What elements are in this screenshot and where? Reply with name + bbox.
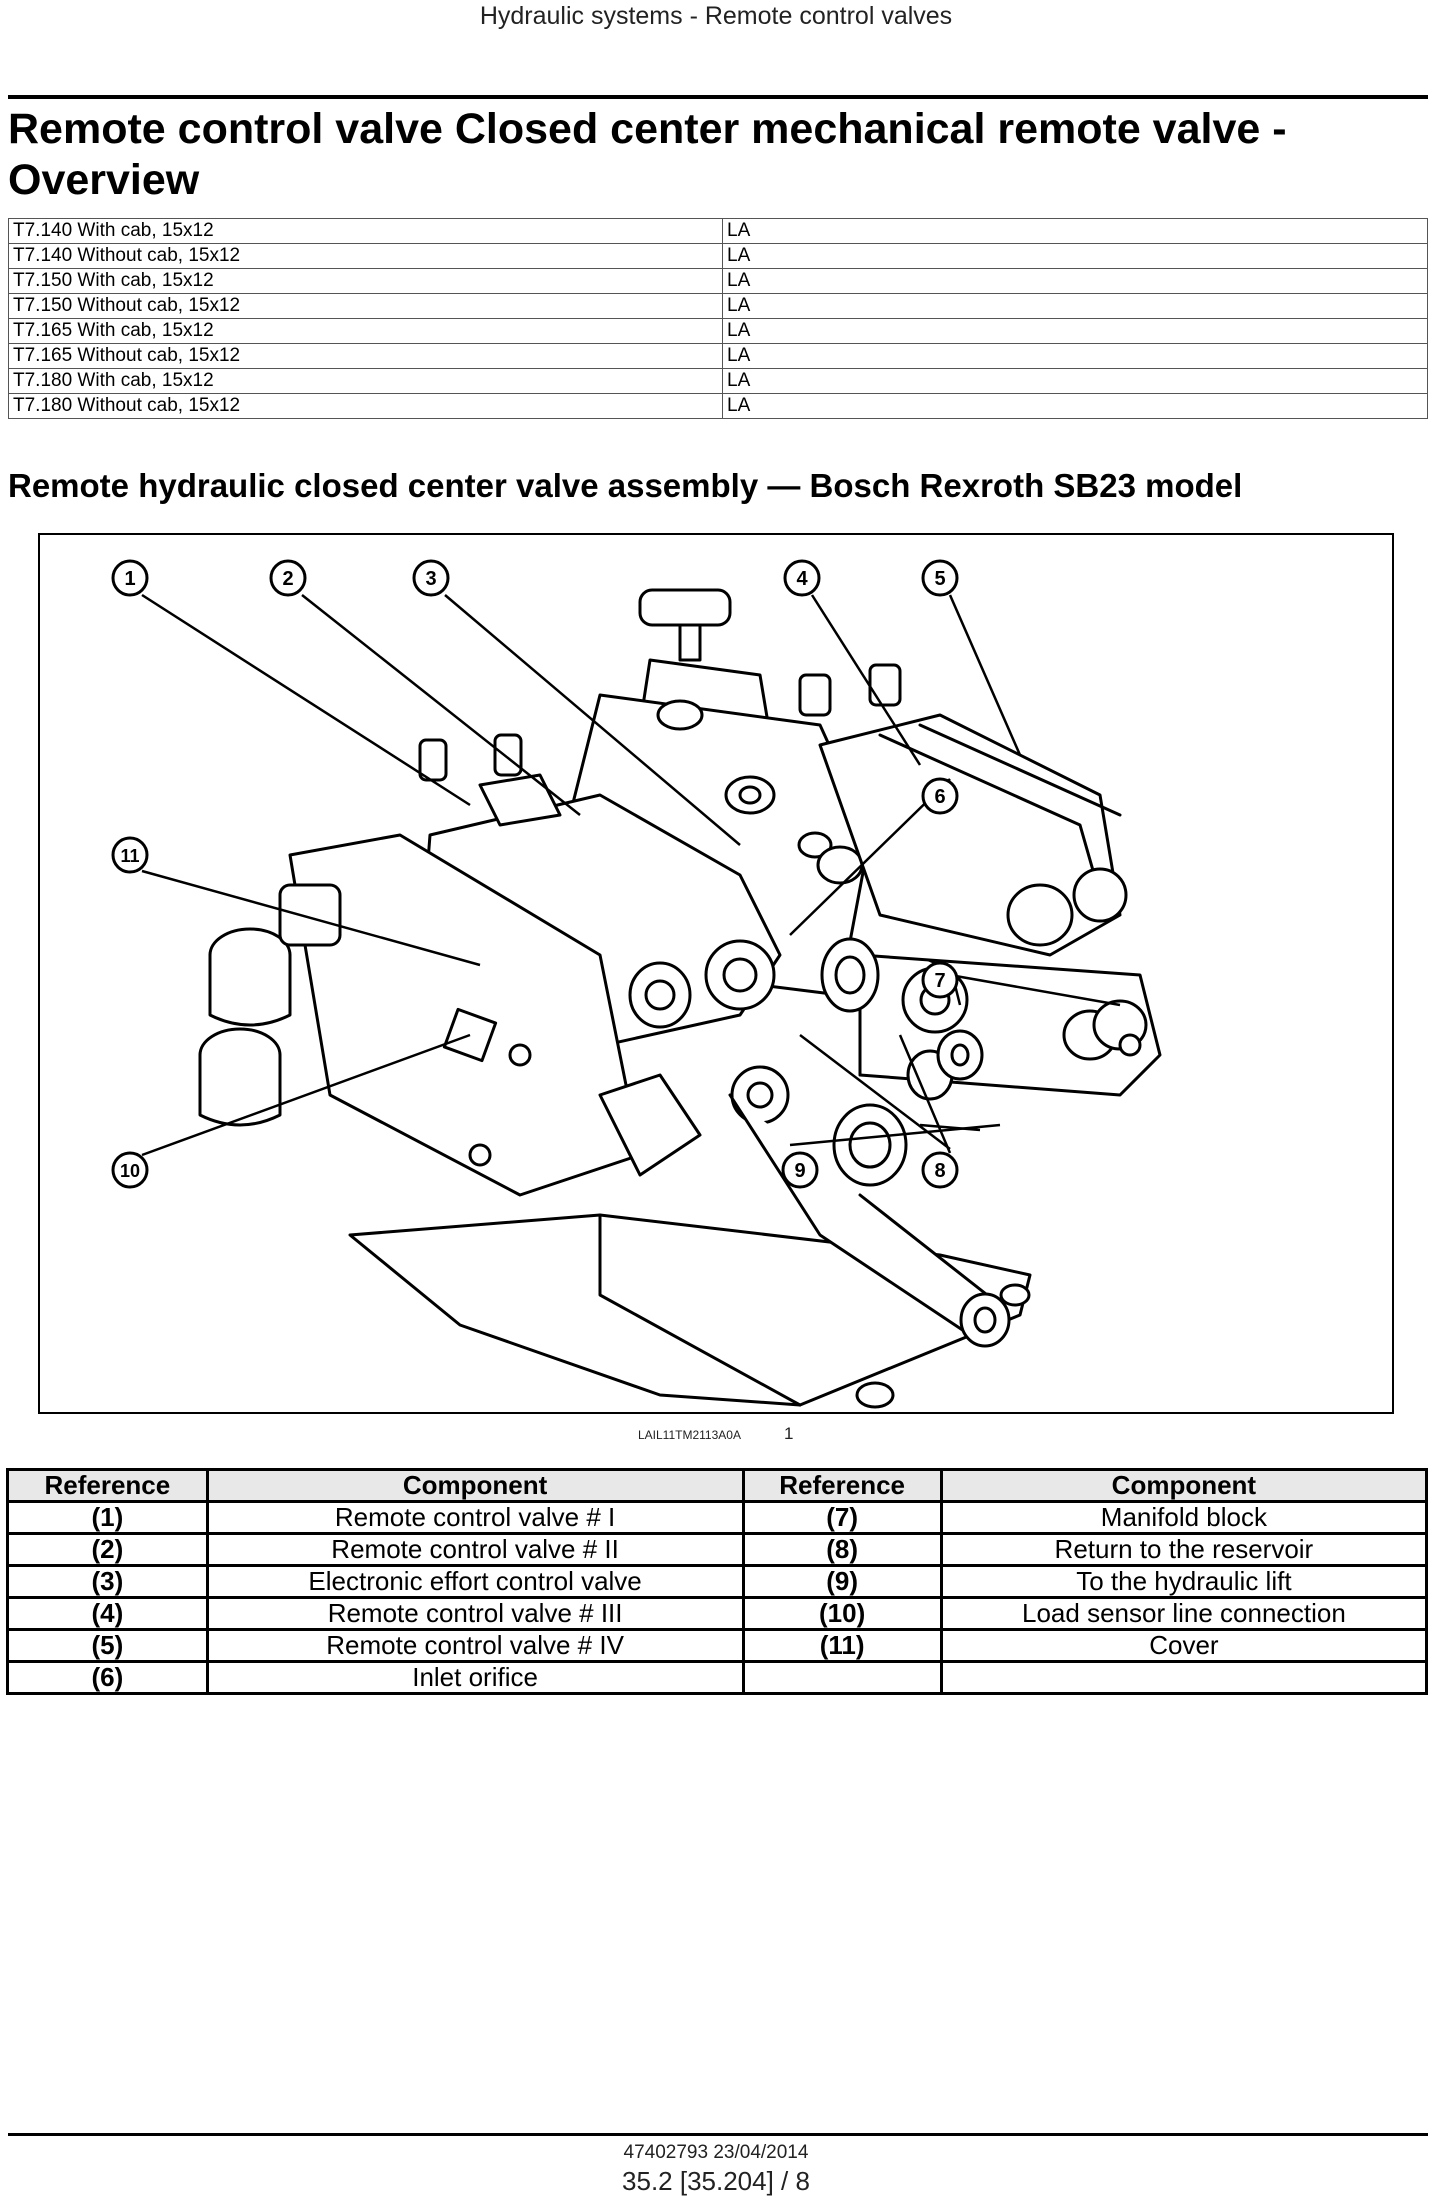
model-cell: T7.140 Without cab, 15x12 bbox=[8, 243, 723, 269]
region-cell: LA bbox=[722, 393, 1428, 419]
region-cell: LA bbox=[722, 318, 1428, 344]
column-header: Component bbox=[205, 1468, 745, 1503]
callout-10: 10 bbox=[111, 1151, 149, 1189]
component-cell: Remote control valve # II bbox=[205, 1532, 745, 1567]
reference-cell: (4) bbox=[6, 1596, 209, 1631]
section-title: Remote hydraulic closed center valve ass… bbox=[8, 467, 1243, 504]
table-row: (6) Inlet orifice bbox=[6, 1660, 1429, 1695]
component-cell: Load sensor line connection bbox=[939, 1596, 1429, 1631]
reference-cell: (9) bbox=[741, 1564, 943, 1599]
table-header-row: Reference Component Reference Component bbox=[6, 1468, 1429, 1503]
component-cell: Remote control valve # IV bbox=[205, 1628, 745, 1663]
region-cell: LA bbox=[722, 243, 1428, 269]
region-cell: LA bbox=[722, 268, 1428, 294]
table-row: (3) Electronic effort control valve (9) … bbox=[6, 1564, 1429, 1599]
component-cell: Electronic effort control valve bbox=[205, 1564, 745, 1599]
callout-8: 8 bbox=[921, 1151, 959, 1189]
page-title: Remote control valve Closed center mecha… bbox=[8, 105, 1287, 204]
callout-label: 2 bbox=[282, 568, 293, 590]
reference-cell: (7) bbox=[741, 1500, 943, 1535]
component-cell: To the hydraulic lift bbox=[939, 1564, 1429, 1599]
model-cell: T7.150 With cab, 15x12 bbox=[8, 268, 723, 294]
reference-cell: (11) bbox=[741, 1628, 943, 1663]
figure-number: 1 bbox=[784, 1424, 794, 1443]
callout-label: 7 bbox=[934, 970, 945, 992]
component-cell: Remote control valve # I bbox=[205, 1500, 745, 1535]
leader-lines bbox=[141, 593, 1121, 1157]
callout-2: 2 bbox=[269, 559, 307, 597]
valve-assembly-figure: 1 2 3 4 5 6 7 bbox=[38, 533, 1394, 1414]
header-rule bbox=[8, 95, 1428, 99]
running-header: Hydraulic systems - Remote control valve… bbox=[479, 2, 953, 30]
column-header: Component bbox=[939, 1468, 1429, 1503]
component-cell: Remote control valve # III bbox=[205, 1596, 745, 1631]
footer-document-id: 47402793 23/04/2014 bbox=[623, 2142, 809, 2163]
component-cell bbox=[939, 1660, 1429, 1695]
footer-rule bbox=[8, 2133, 1428, 2136]
reference-cell: (6) bbox=[6, 1660, 209, 1695]
region-cell: LA bbox=[722, 343, 1428, 369]
reference-cell: (3) bbox=[6, 1564, 209, 1599]
table-row: (5) Remote control valve # IV (11) Cover bbox=[6, 1628, 1429, 1663]
component-cell: Manifold block bbox=[939, 1500, 1429, 1535]
callout-label: 9 bbox=[794, 1160, 805, 1182]
figure-code: LAIL11TM2113A0A bbox=[638, 1428, 741, 1442]
callout-label: 8 bbox=[934, 1160, 945, 1182]
callout-9: 9 bbox=[781, 1151, 819, 1189]
reference-cell: (8) bbox=[741, 1532, 943, 1567]
callout-3: 3 bbox=[412, 559, 450, 597]
table-row: (1) Remote control valve # I (7) Manifol… bbox=[6, 1500, 1429, 1535]
valve-drawing bbox=[198, 588, 1162, 1409]
region-cell: LA bbox=[722, 218, 1428, 244]
callouts: 1 2 3 4 5 6 7 bbox=[111, 559, 959, 1189]
footer-page-number: 35.2 [35.204] / 8 bbox=[622, 2166, 810, 2196]
callout-label: 10 bbox=[120, 1161, 140, 1181]
model-cell: T7.165 Without cab, 15x12 bbox=[8, 343, 723, 369]
valve-assembly-illustration: 1 2 3 4 5 6 7 bbox=[111, 559, 1162, 1409]
model-cell: T7.140 With cab, 15x12 bbox=[8, 218, 723, 244]
callout-label: 3 bbox=[425, 568, 436, 590]
component-cell: Inlet orifice bbox=[205, 1660, 745, 1695]
reference-cell: (1) bbox=[6, 1500, 209, 1535]
reference-cell bbox=[741, 1660, 943, 1695]
column-header: Reference bbox=[741, 1468, 943, 1503]
reference-cell: (10) bbox=[741, 1596, 943, 1631]
table-row: (4) Remote control valve # III (10) Load… bbox=[6, 1596, 1429, 1631]
callout-label: 1 bbox=[124, 568, 135, 590]
callout-11: 11 bbox=[111, 836, 149, 874]
model-cell: T7.150 Without cab, 15x12 bbox=[8, 293, 723, 319]
reference-cell: (2) bbox=[6, 1532, 209, 1567]
components-table: Reference Component Reference Component … bbox=[6, 1468, 1429, 1695]
callout-5: 5 bbox=[921, 559, 959, 597]
component-cell: Cover bbox=[939, 1628, 1429, 1663]
model-cell: T7.180 With cab, 15x12 bbox=[8, 368, 723, 394]
region-cell: LA bbox=[722, 368, 1428, 394]
callout-4: 4 bbox=[783, 559, 821, 597]
model-cell: T7.180 Without cab, 15x12 bbox=[8, 393, 723, 419]
column-header: Reference bbox=[6, 1468, 209, 1503]
reference-cell: (5) bbox=[6, 1628, 209, 1663]
table-row: (2) Remote control valve # II (8) Return… bbox=[6, 1532, 1429, 1567]
callout-7: 7 bbox=[921, 961, 959, 999]
region-cell: LA bbox=[722, 293, 1428, 319]
callout-6: 6 bbox=[921, 777, 959, 815]
callout-label: 6 bbox=[934, 786, 945, 808]
callout-1: 1 bbox=[111, 559, 149, 597]
callout-label: 5 bbox=[934, 568, 945, 590]
component-cell: Return to the reservoir bbox=[939, 1532, 1429, 1567]
figure-caption: LAIL11TM2113A0A 1 bbox=[600, 1424, 900, 1448]
callout-label: 11 bbox=[120, 846, 139, 866]
callout-label: 4 bbox=[796, 568, 808, 590]
model-cell: T7.165 With cab, 15x12 bbox=[8, 318, 723, 344]
